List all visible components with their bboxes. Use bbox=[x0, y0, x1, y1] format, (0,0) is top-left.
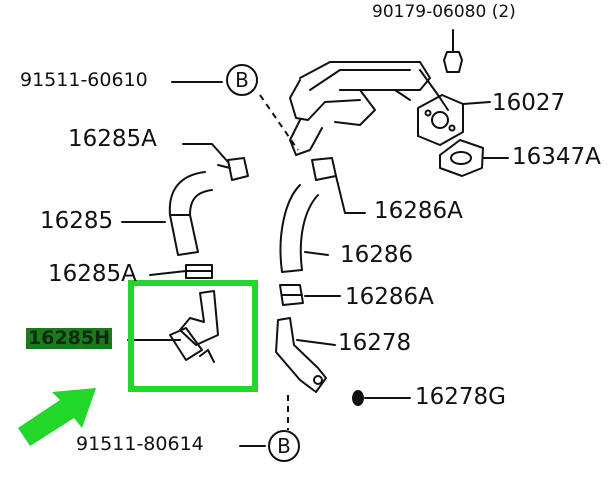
pipe-16278 bbox=[275, 317, 327, 393]
plug-16278g bbox=[352, 390, 364, 406]
label-16278g: 16278G bbox=[415, 384, 506, 410]
highlight-box-16285h bbox=[128, 280, 258, 392]
gasket-16347a bbox=[439, 139, 484, 177]
label-16286a-mid: 16286A bbox=[345, 284, 434, 310]
hose-16285 bbox=[168, 171, 213, 256]
label-16286a-top: 16286A bbox=[374, 198, 463, 224]
label-91511-80614: 91511-80614 bbox=[76, 433, 204, 455]
label-16347a: 16347A bbox=[512, 144, 601, 170]
label-16027: 16027 bbox=[492, 90, 566, 116]
callout-b-bottom: B bbox=[268, 430, 300, 462]
hose-16286 bbox=[279, 184, 319, 273]
pipe-16027-assembly bbox=[289, 61, 449, 156]
clip-16285a-mid bbox=[185, 264, 213, 279]
label-16285h-highlighted: 16285H bbox=[26, 327, 113, 349]
label-91511-60610: 91511-60610 bbox=[20, 69, 148, 91]
label-16285a-mid: 16285A bbox=[48, 261, 137, 287]
clip-16286a-mid bbox=[279, 284, 304, 306]
callout-b-top: B bbox=[226, 64, 258, 96]
highlight-arrow bbox=[18, 388, 96, 446]
flange-16027 bbox=[417, 94, 464, 146]
label-16286: 16286 bbox=[340, 242, 414, 268]
label-16285a-top: 16285A bbox=[68, 126, 157, 152]
label-16278: 16278 bbox=[338, 330, 412, 356]
label-90179-06080: 90179-06080 (2) bbox=[372, 2, 516, 22]
elbow-16285h bbox=[179, 290, 219, 346]
clip-16285a-top bbox=[227, 157, 249, 181]
clip-16286a-top bbox=[311, 157, 337, 181]
label-16285: 16285 bbox=[40, 208, 114, 234]
bolt-90179 bbox=[443, 51, 463, 73]
